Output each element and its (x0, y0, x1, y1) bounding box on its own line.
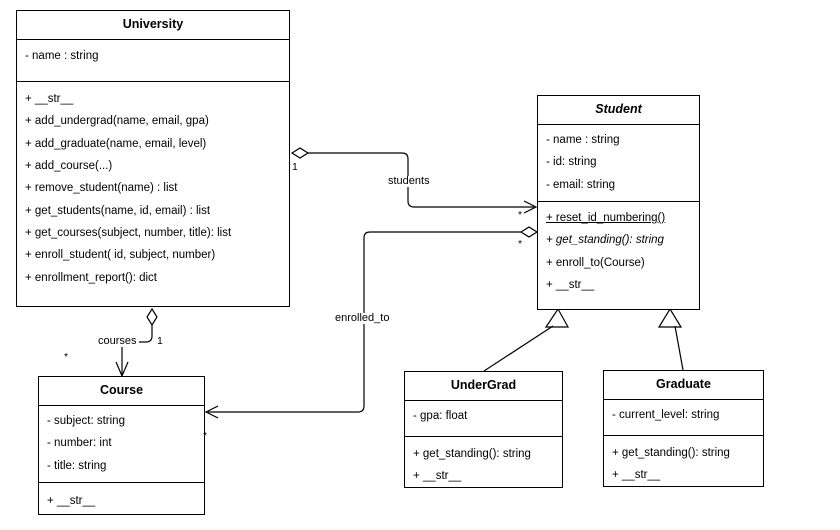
multiplicity-enrolled-to-source: * (518, 238, 523, 250)
operation-row: + add_graduate(name, email, level) (25, 137, 207, 150)
attributes-compartment-course: - subject: string - number: int - title:… (39, 406, 204, 483)
attribute-row: - email: string (546, 178, 616, 191)
inheritance-triangle-graduate (657, 307, 683, 328)
edge-label-enrolled-to: enrolled_to (333, 312, 392, 324)
multiplicity-courses-source: 1 (157, 335, 163, 347)
operations-compartment-student: + reset_id_numbering() + get_standing():… (538, 202, 699, 297)
attribute-row: - number: int (47, 437, 112, 450)
edge-label-courses: courses (96, 335, 139, 347)
operation-row: + __str__ (47, 494, 96, 507)
connector-graduate-inheritance-path (674, 325, 684, 371)
attribute-row: - name : string (546, 133, 620, 146)
class-box-university[interactable]: University - name : string + __str__ + a… (16, 10, 290, 307)
operation-row: + get_standing(): string (546, 234, 664, 247)
operation-row: + get_students(name, id, email) : list (25, 204, 211, 217)
operation-row: + __str__ (413, 470, 462, 483)
operations-compartment-undergrad: + get_standing(): string + __str__ (405, 437, 562, 488)
attribute-row: - id: string (546, 156, 597, 169)
inheritance-triangle-undergrad (544, 307, 570, 328)
attributes-compartment-university: - name : string (17, 40, 289, 82)
aggregation-diamond-enrolled-to (519, 226, 539, 238)
attribute-row: - gpa: float (413, 409, 468, 422)
multiplicity-students-source: 1 (292, 161, 298, 173)
attribute-row: - title: string (47, 459, 107, 472)
open-arrowhead-students (523, 200, 538, 214)
class-title-graduate: Graduate (604, 371, 763, 400)
open-arrowhead-enrolled-to (204, 405, 219, 419)
multiplicity-courses-target: * (64, 351, 69, 363)
aggregation-diamond-students (290, 147, 310, 159)
operation-row: + __str__ (25, 92, 74, 105)
operation-row: + remove_student(name) : list (25, 182, 178, 195)
attributes-compartment-undergrad: - gpa: float (405, 401, 562, 437)
attributes-compartment-student: - name : string - id: string - email: st… (538, 125, 699, 202)
operation-row: + enroll_to(Course) (546, 256, 645, 269)
class-box-graduate[interactable]: Graduate - current_level: string + get_s… (603, 370, 764, 487)
attributes-compartment-graduate: - current_level: string (604, 400, 763, 436)
operation-row: + enrollment_report(): dict (25, 271, 157, 284)
class-box-student[interactable]: Student - name : string - id: string - e… (537, 95, 700, 310)
operations-compartment-graduate: + get_standing(): string + __str__ (604, 436, 763, 487)
operation-row: + get_standing(): string (612, 446, 730, 459)
connector-graduate-inheritance[interactable] (657, 307, 684, 371)
connector-undergrad-inheritance-path (483, 325, 554, 372)
multiplicity-enrolled-to-target: * (203, 430, 208, 442)
operation-row: + add_undergrad(name, email, gpa) (25, 115, 209, 128)
operation-row: + reset_id_numbering() (546, 211, 666, 224)
edge-label-students: students (386, 175, 432, 187)
attribute-row: - current_level: string (612, 408, 720, 421)
attribute-row: - name : string (25, 49, 99, 62)
operation-row: + get_standing(): string (413, 447, 531, 460)
operation-row: + enroll_student( id, subject, number) (25, 249, 216, 262)
operation-row: + __str__ (546, 279, 595, 291)
operations-compartment-course: + __str__ (39, 483, 204, 512)
attribute-row: - subject: string (47, 414, 125, 427)
class-title-student: Student (538, 96, 699, 125)
connector-undergrad-inheritance[interactable] (483, 307, 570, 372)
class-title-undergrad: UnderGrad (405, 372, 562, 401)
class-box-course[interactable]: Course - subject: string - number: int -… (38, 376, 205, 515)
class-title-course: Course (39, 377, 204, 406)
aggregation-diamond-courses (146, 307, 158, 327)
operation-row: + __str__ (612, 469, 661, 482)
class-title-university: University (17, 11, 289, 40)
class-box-undergrad[interactable]: UnderGrad - gpa: float + get_standing():… (404, 371, 563, 488)
operation-row: + add_course(...) (25, 159, 113, 172)
operation-row: + get_courses(subject, number, title): l… (25, 227, 232, 239)
operations-compartment-university: + __str__ + add_undergrad(name, email, g… (17, 82, 289, 289)
multiplicity-students-target: * (518, 209, 523, 221)
